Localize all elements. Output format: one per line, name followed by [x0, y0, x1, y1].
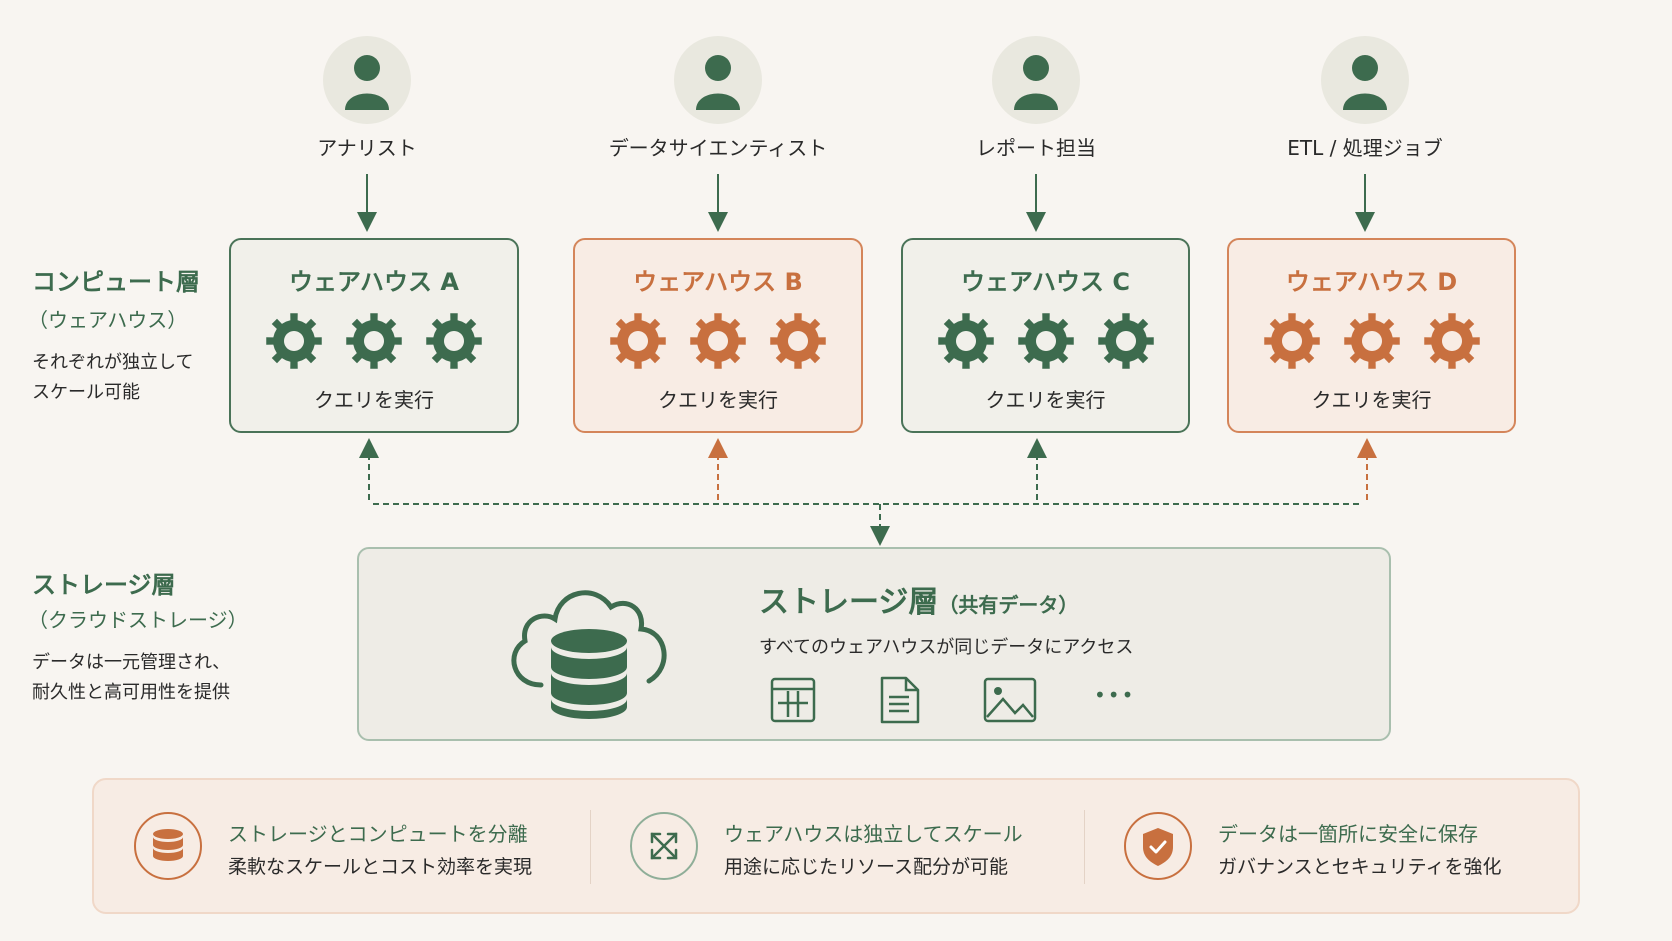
- gear-icon: [937, 313, 994, 369]
- table-icon: [770, 677, 816, 723]
- gear-shape: [1097, 313, 1154, 369]
- user-arrows: [357, 174, 1375, 232]
- user-label-etl: ETL / 処理ジョブ: [1287, 136, 1443, 160]
- feature-title: ウェアハウスは独立してスケール: [724, 822, 1023, 846]
- expand-arrows-icon: [650, 832, 678, 860]
- feature-panel: ストレージとコンピュートを分離 柔軟なスケールとコスト効率を実現 ウェアハウスは…: [92, 778, 1580, 914]
- storage-desc-line1: データは一元管理され、: [32, 652, 231, 673]
- user-label-analyst: アナリスト: [317, 136, 417, 160]
- gear-icon: [426, 313, 482, 369]
- feature-icon-circle: [630, 812, 698, 880]
- gear-icon: [346, 313, 402, 369]
- warehouse-b[interactable]: ウェアハウス B クエリを実行: [573, 238, 863, 433]
- feature-title: ストレージとコンピュートを分離: [228, 822, 528, 846]
- warehouse-action: クエリを実行: [658, 388, 778, 412]
- user-label-data-scientist: データサイエンティスト: [608, 136, 828, 160]
- gear-shape: [610, 313, 666, 369]
- user-avatar-1: [323, 36, 411, 124]
- gear-shape: [937, 313, 994, 369]
- user-avatar-4: [1321, 36, 1409, 124]
- cloud-database-icon: [511, 590, 667, 719]
- compute-desc-line1: それぞれが独立して: [32, 352, 194, 373]
- storage-connections: [359, 438, 1377, 546]
- warehouse-name: ウェアハウス A: [289, 268, 459, 296]
- gear-icon: [1343, 313, 1400, 369]
- user-icon: [345, 55, 389, 110]
- database-icon: [153, 829, 183, 861]
- divider: [590, 810, 591, 884]
- divider: [1084, 810, 1085, 884]
- feature-secure: データは一箇所に安全に保存 ガバナンスとセキュリティを強化: [1124, 780, 1574, 912]
- gear-shape: [1017, 313, 1074, 369]
- document-icon: [880, 676, 920, 724]
- user-avatar-3: [992, 36, 1080, 124]
- compute-desc-line2: スケール可能: [32, 382, 140, 403]
- feature-desc: 柔軟なスケールとコスト効率を実現: [228, 856, 533, 878]
- warehouse-name: ウェアハウス D: [1285, 268, 1458, 296]
- gear-icon: [1423, 313, 1480, 369]
- feature-desc: 用途に応じたリソース配分が可能: [724, 856, 1009, 878]
- storage-layer-description: データは一元管理され、 耐久性と高可用性を提供: [32, 648, 230, 708]
- warehouse-d[interactable]: ウェアハウス D クエリを実行: [1227, 238, 1516, 433]
- gear-shape: [1263, 313, 1320, 369]
- storage-layer-title: ストレージ層: [32, 571, 176, 599]
- feature-separate: ストレージとコンピュートを分離 柔軟なスケールとコスト効率を実現: [134, 780, 584, 912]
- user-label-report: レポート担当: [976, 136, 1096, 160]
- gear-shape: [1423, 313, 1480, 369]
- gear-shape: [1343, 313, 1400, 369]
- gear-icon: [266, 313, 322, 369]
- warehouse-action: クエリを実行: [985, 388, 1106, 412]
- user-icon: [696, 55, 740, 110]
- more-icon: •••: [1094, 683, 1136, 707]
- storage-box-title-main: ストレージ層: [759, 585, 939, 620]
- gear-group: [903, 312, 1188, 370]
- gear-icon: [690, 313, 746, 369]
- storage-box[interactable]: ストレージ層（共有データ） すべてのウェアハウスが同じデータにアクセス •••: [357, 547, 1391, 741]
- warehouse-action: クエリを実行: [1311, 388, 1432, 412]
- storage-box-title-suffix: （共有データ）: [938, 593, 1079, 617]
- feature-icon-circle: [1124, 812, 1192, 880]
- image-icon: [983, 677, 1037, 723]
- warehouse-a[interactable]: ウェアハウス A クエリを実行: [229, 238, 519, 433]
- feature-title: データは一箇所に安全に保存: [1218, 822, 1478, 846]
- shield-check-icon: [1143, 828, 1173, 866]
- gear-icon: [1017, 313, 1074, 369]
- gear-icon: [770, 313, 826, 369]
- user-icon: [1014, 55, 1058, 110]
- gear-group: [575, 312, 861, 370]
- warehouse-name: ウェアハウス B: [633, 268, 803, 296]
- compute-layer-title: コンピュート層: [32, 268, 200, 296]
- gear-shape: [266, 313, 322, 369]
- feature-icon-circle: [134, 812, 202, 880]
- gear-shape: [770, 313, 826, 369]
- user-avatar-2: [674, 36, 762, 124]
- storage-box-title: ストレージ層（共有データ）: [759, 577, 1078, 621]
- storage-layer-subtitle: （クラウドストレージ）: [28, 608, 248, 632]
- compute-layer-description: それぞれが独立して スケール可能: [32, 348, 193, 408]
- gear-group: [1229, 312, 1514, 370]
- gear-icon: [610, 313, 666, 369]
- gear-shape: [426, 313, 482, 369]
- storage-box-subtitle: すべてのウェアハウスが同じデータにアクセス: [759, 637, 1134, 658]
- feature-desc: ガバナンスとセキュリティを強化: [1218, 856, 1502, 878]
- compute-layer-subtitle: （ウェアハウス）: [28, 308, 188, 332]
- feature-scale: ウェアハウスは独立してスケール 用途に応じたリソース配分が可能: [630, 780, 1080, 912]
- gear-icon: [1097, 313, 1154, 369]
- warehouse-c[interactable]: ウェアハウス C クエリを実行: [901, 238, 1190, 433]
- gear-shape: [346, 313, 402, 369]
- storage-desc-line2: 耐久性と高可用性を提供: [32, 682, 230, 703]
- gear-group: [231, 312, 517, 370]
- warehouse-action: クエリを実行: [314, 388, 434, 412]
- gear-icon: [1263, 313, 1320, 369]
- user-icon: [1343, 55, 1387, 110]
- warehouse-name: ウェアハウス C: [960, 268, 1130, 296]
- gear-shape: [690, 313, 746, 369]
